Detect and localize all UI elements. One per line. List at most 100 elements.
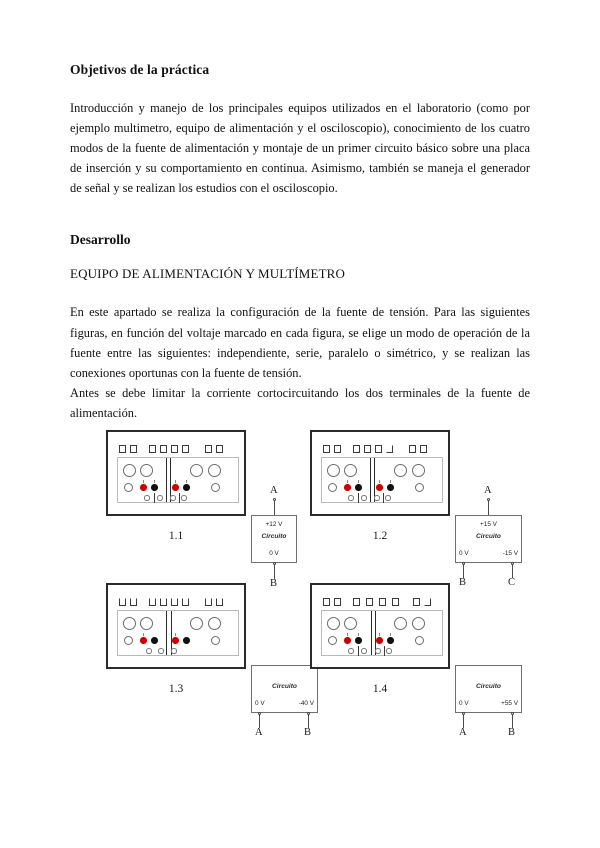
toggle-switch[interactable] xyxy=(424,598,431,606)
banana-jack[interactable] xyxy=(361,648,367,654)
banana-jack[interactable] xyxy=(386,648,392,654)
output-jack-positive[interactable] xyxy=(376,484,383,491)
toggle-switch[interactable] xyxy=(182,445,189,453)
output-jack-positive[interactable] xyxy=(140,484,147,491)
toggle-switch[interactable] xyxy=(119,598,126,606)
toggle-switch[interactable] xyxy=(334,445,341,453)
toggle-switch[interactable] xyxy=(205,445,212,453)
banana-jack[interactable] xyxy=(157,495,163,501)
output-jack-negative[interactable] xyxy=(387,637,394,644)
output-jack-negative[interactable] xyxy=(183,637,190,644)
toggle-switch[interactable] xyxy=(420,445,427,453)
control-knob[interactable] xyxy=(123,617,136,630)
terminal-lead xyxy=(512,563,513,578)
banana-jack[interactable] xyxy=(348,648,354,654)
control-knob[interactable] xyxy=(140,464,153,477)
control-knob[interactable] xyxy=(123,464,136,477)
control-knob-small[interactable] xyxy=(415,483,424,492)
control-knob[interactable] xyxy=(394,464,407,477)
output-jack-positive[interactable] xyxy=(376,637,383,644)
toggle-switch[interactable] xyxy=(216,598,223,606)
banana-jack[interactable] xyxy=(385,495,391,501)
output-jack-positive[interactable] xyxy=(344,484,351,491)
toggle-switch[interactable] xyxy=(323,598,330,606)
control-knob-small[interactable] xyxy=(211,636,220,645)
toggle-switch[interactable] xyxy=(171,445,178,453)
toggle-switch[interactable] xyxy=(334,598,341,606)
toggle-switch[interactable] xyxy=(130,445,137,453)
banana-jack[interactable] xyxy=(361,495,367,501)
toggle-switch[interactable] xyxy=(353,598,360,606)
figure-caption: 1.3 xyxy=(168,683,184,695)
output-jack-positive[interactable] xyxy=(140,637,147,644)
control-knob[interactable] xyxy=(208,464,221,477)
banana-jack[interactable] xyxy=(171,648,177,654)
psu-section-right xyxy=(374,458,442,503)
control-knob[interactable] xyxy=(412,464,425,477)
banana-jack[interactable] xyxy=(375,648,381,654)
toggle-switch[interactable] xyxy=(216,445,223,453)
toggle-switch[interactable] xyxy=(413,598,420,606)
control-knob[interactable] xyxy=(412,617,425,630)
control-knob[interactable] xyxy=(394,617,407,630)
control-knob-small[interactable] xyxy=(124,636,133,645)
toggle-switch[interactable] xyxy=(171,598,178,606)
control-knob-small[interactable] xyxy=(328,483,337,492)
control-knob[interactable] xyxy=(327,464,340,477)
control-knob[interactable] xyxy=(140,617,153,630)
circuit-voltage-top: +15 V xyxy=(480,521,497,528)
toggle-switch[interactable] xyxy=(366,598,373,606)
banana-jack[interactable] xyxy=(158,648,164,654)
terminal-label-a: A xyxy=(459,727,467,738)
banana-jack[interactable] xyxy=(181,495,187,501)
output-jack-negative[interactable] xyxy=(355,484,362,491)
control-knob-small[interactable] xyxy=(124,483,133,492)
control-knob[interactable] xyxy=(208,617,221,630)
banana-jack[interactable] xyxy=(144,495,150,501)
toggle-switch[interactable] xyxy=(130,598,137,606)
control-knob-small[interactable] xyxy=(328,636,337,645)
control-knob-small[interactable] xyxy=(415,636,424,645)
toggle-switch[interactable] xyxy=(160,445,167,453)
control-knob[interactable] xyxy=(344,617,357,630)
banana-jack[interactable] xyxy=(374,495,380,501)
panel-tick xyxy=(384,646,385,656)
toggle-switch[interactable] xyxy=(149,445,156,453)
banana-jack[interactable] xyxy=(348,495,354,501)
control-knob[interactable] xyxy=(190,617,203,630)
psu-section-right xyxy=(375,611,442,656)
toggle-switch[interactable] xyxy=(379,598,386,606)
circuit-block-1-3: Circuito 0 V -40 V A B xyxy=(251,665,371,755)
figure-caption: 1.2 xyxy=(372,530,388,542)
toggle-switch[interactable] xyxy=(392,598,399,606)
toggle-switch[interactable] xyxy=(323,445,330,453)
toggle-switch[interactable] xyxy=(409,445,416,453)
output-jack-positive[interactable] xyxy=(172,637,179,644)
control-knob[interactable] xyxy=(327,617,340,630)
toggle-switch[interactable] xyxy=(375,445,382,453)
toggle-switch[interactable] xyxy=(182,598,189,606)
output-jack-negative[interactable] xyxy=(151,637,158,644)
panel-tick xyxy=(383,493,384,503)
banana-jack[interactable] xyxy=(146,648,152,654)
toggle-switch[interactable] xyxy=(386,445,393,453)
control-knob[interactable] xyxy=(344,464,357,477)
output-jack-positive[interactable] xyxy=(172,484,179,491)
toggle-switch[interactable] xyxy=(119,445,126,453)
output-jack-positive[interactable] xyxy=(344,637,351,644)
panel-inner xyxy=(117,598,239,661)
toggle-switch[interactable] xyxy=(364,445,371,453)
control-knob-small[interactable] xyxy=(211,483,220,492)
output-jack-negative[interactable] xyxy=(355,637,362,644)
control-knob[interactable] xyxy=(190,464,203,477)
toggle-switch[interactable] xyxy=(149,598,156,606)
banana-jack[interactable] xyxy=(170,495,176,501)
toggle-switch[interactable] xyxy=(160,598,167,606)
output-jack-negative[interactable] xyxy=(183,484,190,491)
toggle-switch[interactable] xyxy=(353,445,360,453)
output-jack-negative[interactable] xyxy=(387,484,394,491)
output-jack-negative[interactable] xyxy=(151,484,158,491)
toggle-switch[interactable] xyxy=(205,598,212,606)
psu-section-right xyxy=(170,458,238,503)
panel-tick xyxy=(179,493,180,503)
